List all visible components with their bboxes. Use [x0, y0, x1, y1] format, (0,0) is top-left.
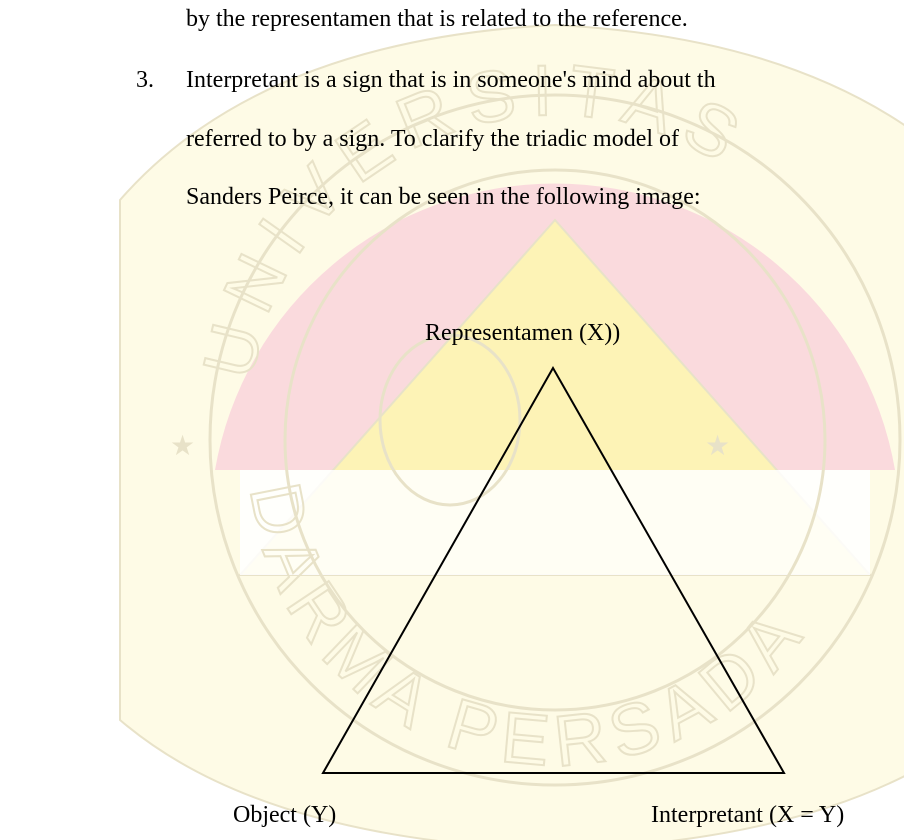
paragraph-line-4: Sanders Peirce, it can be seen in the fo… [186, 184, 701, 210]
paragraph-line-2: Interpretant is a sign that is in someon… [186, 67, 716, 93]
seal-ring-inner [283, 168, 827, 712]
interpretant-label: Interpretant (X = Y) [651, 802, 845, 828]
seal-emblem [378, 333, 522, 507]
paragraph-line-1: by the representamen that is related to … [186, 6, 688, 32]
paragraph-line-3: referred to by a sign. To clarify the tr… [186, 126, 680, 152]
seal-ring-outer [208, 93, 902, 787]
seal-star-left: ★ [170, 431, 195, 462]
list-item-number: 3. [136, 67, 154, 93]
sign-triangle [321, 365, 786, 774]
seal-white-band [240, 470, 870, 575]
object-label: Object (Y) [233, 802, 337, 828]
representamen-label: Representamen (X)) [425, 320, 621, 346]
seal-star-right: ★ [705, 431, 730, 462]
